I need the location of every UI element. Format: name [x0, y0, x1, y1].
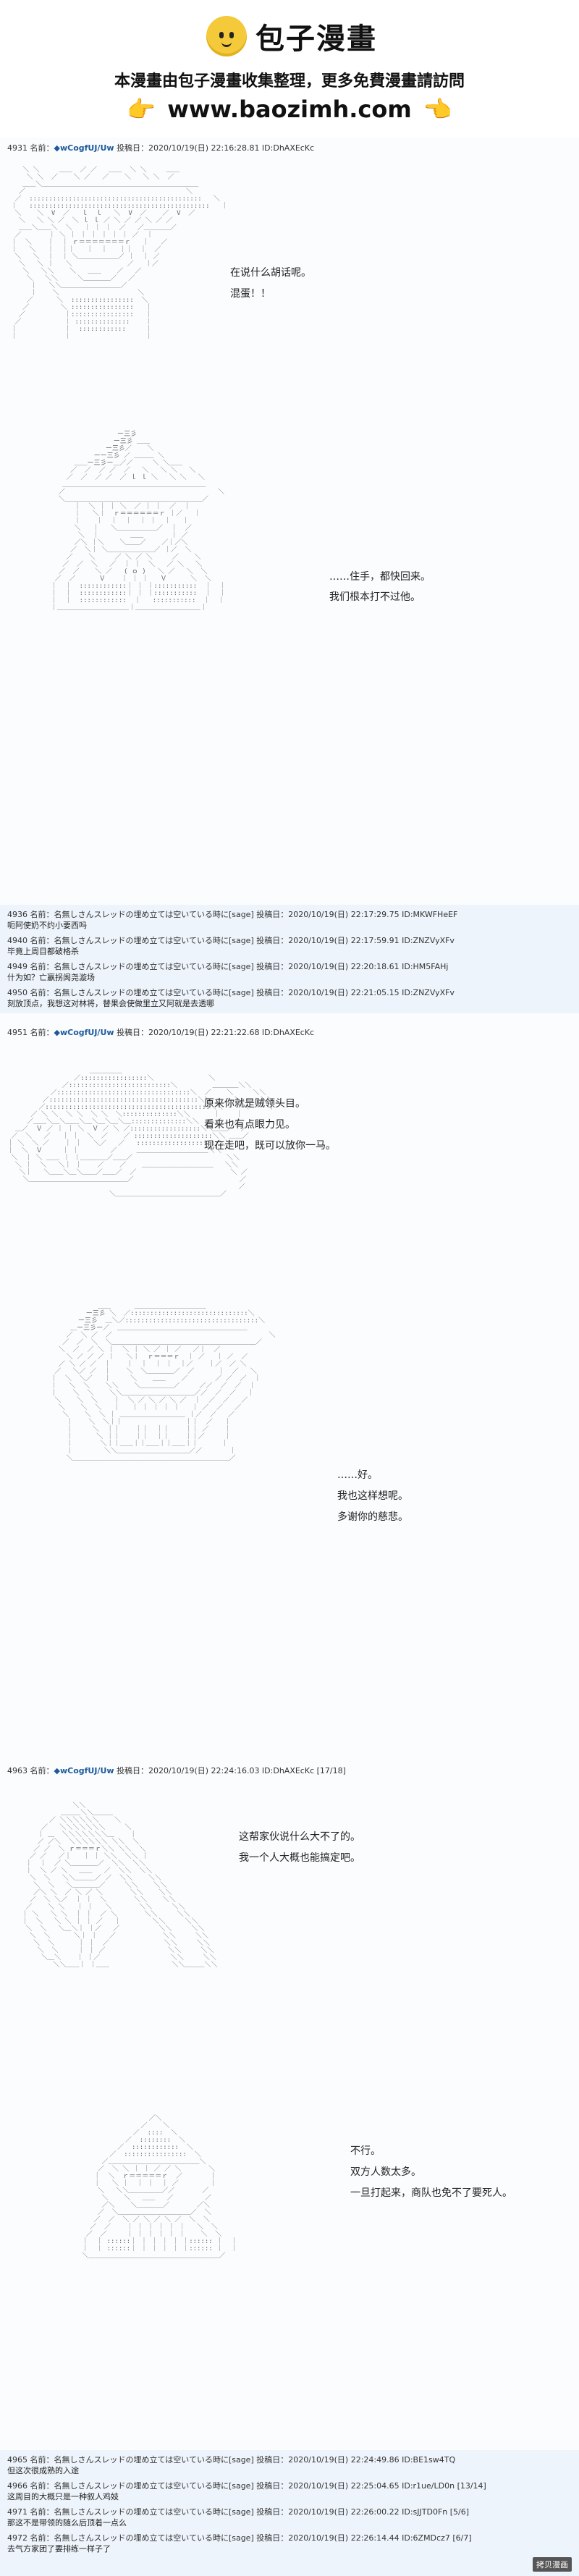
- speech-line: ……住手，都快回来。: [329, 571, 431, 583]
- ascii-art-character: ＼ ＼ ＿＿ ／ ／ ＿＿ ＼ ＼ ＿＿ ＼ ＼ ／ ＼ ／ ／ ＼ ＼ ＼ ／…: [11, 166, 228, 340]
- speech-line: 不行。: [350, 2145, 381, 2157]
- speech-line: 我们根本打不过他。: [329, 591, 420, 603]
- speech-line: 这帮家伙说什么大不了的。: [239, 1831, 360, 1843]
- site-url[interactable]: www.baozimh.com: [167, 96, 412, 123]
- speech-line: 一旦打起来，商队也免不了要死人。: [350, 2187, 512, 2199]
- speech-line: 原来你就是贼领头目。: [204, 1098, 305, 1110]
- reply-item: 4940 名前：名無しさんスレッドの埋め立ては空いている時に[sage] 投稿日…: [7, 936, 455, 956]
- post-panel-2: 4951 名前：◆wCogfUJ/Uw 投稿日：2020/10/19(日) 22…: [0, 1013, 579, 1759]
- ascii-art-character: ＿＿ ＿＿＿＿＿＿＿＿＿＿＿ ー三彡 ＼ ／::::::::::::::::::…: [51, 1303, 276, 1462]
- speech-line: 在说什么胡话呢。: [230, 267, 311, 279]
- reply-list: 4936 名前：名無しさんスレッドの埋め立ては空いている時に[sage] 投稿日…: [0, 905, 579, 1013]
- post-panel-3: 4963 名前：◆wCogfUJ/Uw 投稿日：2020/10/19(日) 22…: [0, 1759, 579, 2450]
- pointing-hand-icon: 👉: [127, 96, 156, 123]
- speech-line: 混蛋！！: [230, 288, 271, 300]
- speech-line: 现在走吧，既可以放你一马。: [204, 1140, 336, 1152]
- speech-line: 我一个人大概也能搞定吧。: [239, 1852, 360, 1864]
- reply-item: 4972 名前：名無しさんスレッドの埋め立ては空いている時に[sage] 投稿日…: [7, 2533, 472, 2554]
- speech-line: 双方人数太多。: [350, 2166, 421, 2178]
- post-panel-1: 4931 名前：◆wCogfUJ/Uw 投稿日：2020/10/19(日) 22…: [0, 138, 579, 905]
- tagline: 本漫畫由包子漫畫收集整理，更多免費漫畫請訪問: [114, 72, 465, 90]
- ascii-art-character: ー三彡 ー三彡 ＿＿ ー三彡／ ＼ ーー三彡 ／ ＿＿＿ ＼ ＿＿ー三彡ー＿／／…: [51, 431, 226, 612]
- logo-text: 包子漫畫: [255, 22, 377, 56]
- site-url-row[interactable]: 👉 www.baozimh.com 👈: [0, 96, 579, 123]
- speech-line: 我也这样想呢。: [337, 1490, 408, 1502]
- reply-item: 4949 名前：名無しさんスレッドの埋め立ては空いている時に[sage] 投稿日…: [7, 962, 449, 982]
- post-header: 4963 名前：◆wCogfUJ/Uw 投稿日：2020/10/19(日) 22…: [7, 1766, 346, 1775]
- reply-item: 4966 名前：名無しさんスレッドの埋め立ては空いている時に[sage] 投稿日…: [7, 2481, 486, 2501]
- reply-list: 4965 名前：名無しさんスレッドの埋め立ては空いている時に[sage] 投稿日…: [0, 2450, 579, 2576]
- speech-line: ……好。: [337, 1469, 378, 1481]
- reply-item: 4971 名前：名無しさんスレッドの埋め立ては空いている時に[sage] 投稿日…: [7, 2507, 470, 2528]
- bun-mascot-icon: [206, 16, 247, 56]
- site-logo[interactable]: 包子漫畫: [206, 14, 377, 58]
- speech-line: 看来也有点眼力见。: [204, 1119, 295, 1131]
- pointing-hand-left-icon: 👈: [423, 96, 452, 123]
- reply-item: 4936 名前：名無しさんスレッドの埋め立ては空いている時に[sage] 投稿日…: [7, 910, 458, 930]
- ascii-art-character: ／＼ ／ ＼ ／ :::: ＼ ／ :::::::: ＼ ／ :::::::::…: [82, 2115, 237, 2260]
- ascii-art-scene: ＿＿＿＿＿ ／:::::::::::::::::＼ ＼ ／:::::::::::…: [7, 1068, 276, 1198]
- reply-item: 4965 名前：名無しさんスレッドの埋め立ては空いている時に[sage] 投稿日…: [7, 2455, 456, 2475]
- post-header: 4951 名前：◆wCogfUJ/Uw 投稿日：2020/10/19(日) 22…: [7, 1028, 315, 1037]
- brand-banner: 包子漫畫 本漫畫由包子漫畫收集整理，更多免費漫畫請訪問 👉 www.baozimh…: [0, 0, 579, 138]
- speech-line: 多谢你的慈悲。: [337, 1511, 408, 1523]
- watermark-badge: 拷贝漫画: [533, 2557, 572, 2572]
- reply-item: 4950 名前：名無しさんスレッドの埋め立ては空いている時に[sage] 投稿日…: [7, 988, 455, 1008]
- ascii-art-character: ＼＼ ＿＿＿＼＼＿＿＿ ／ ＼＼＼＼＼＼ ＼ ／ ＼＼＼＼＼＼＼ ＼ ｜ ＿ ＼…: [22, 1802, 218, 1969]
- post-header: 4931 名前：◆wCogfUJ/Uw 投稿日：2020/10/19(日) 22…: [7, 143, 315, 153]
